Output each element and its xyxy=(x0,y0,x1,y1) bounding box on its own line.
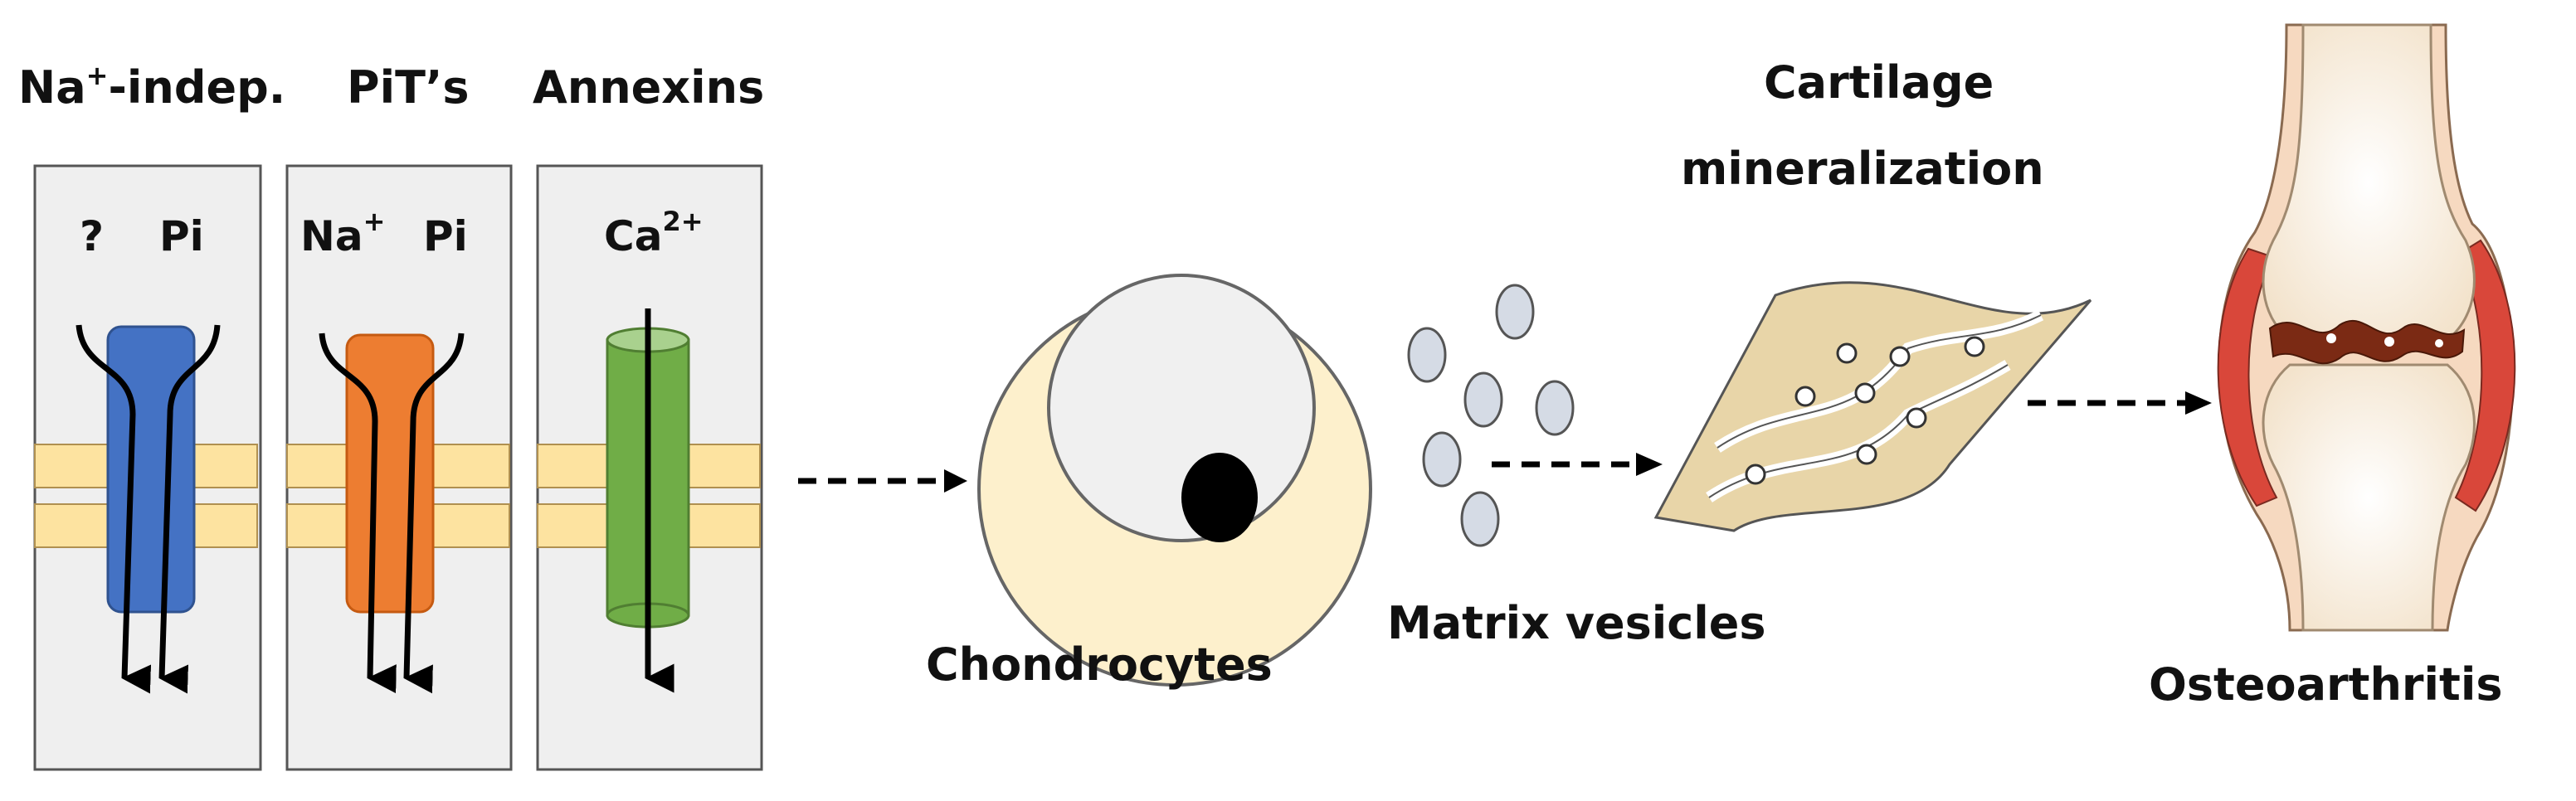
cartilage-sheet xyxy=(1653,281,2092,532)
annexins-panel: Annexins Ca2+ xyxy=(533,61,764,771)
transport-arrow-left xyxy=(319,333,397,694)
dashed-arrow-head xyxy=(944,469,967,493)
synovium-left xyxy=(2217,247,2278,507)
mineral-crystal xyxy=(1889,346,1911,367)
na-indep-ion-pi: Pi xyxy=(159,212,204,260)
osteoarthritis-label: Osteoarthritis xyxy=(2149,658,2503,711)
dashed-arrow-head xyxy=(1636,453,1663,476)
mineral-crystal xyxy=(1964,336,1985,357)
dashed-arrow-head xyxy=(2185,391,2212,415)
matrix-vesicle xyxy=(1407,327,1447,383)
transport-arrow-right xyxy=(158,324,221,694)
matrix-vesicle xyxy=(1535,380,1575,436)
chondrocytes-label: Chondrocytes xyxy=(926,638,1273,691)
annexins-title: Annexins xyxy=(533,61,764,114)
chondrocyte-inner xyxy=(1047,274,1316,542)
mineral-crystal xyxy=(1794,386,1816,407)
pits-ion-pi: Pi xyxy=(423,212,468,260)
pits-title: PiT’s xyxy=(347,61,470,114)
blue-transporter xyxy=(106,325,196,614)
annexins-ion-ca: Ca2+ xyxy=(604,206,704,260)
mineral-crystal xyxy=(1854,382,1876,404)
synovium-right xyxy=(2454,239,2516,512)
mineral-crystal xyxy=(1906,407,1927,429)
pits-ion-na: Na+ xyxy=(300,206,385,260)
transport-arrow-left xyxy=(75,324,152,694)
mineral-crystal xyxy=(1856,444,1877,465)
matrix-vesicle xyxy=(1460,491,1500,547)
cartilage-label-line2: mineralization xyxy=(1681,143,2044,195)
matrix-vesicles-group xyxy=(1407,284,1575,547)
na-independent-panel: Na+-indep. ? Pi xyxy=(18,60,285,771)
matrix-vesicle xyxy=(1422,431,1462,488)
na-indep-title: Na+-indep. xyxy=(18,60,285,114)
bone-fragment xyxy=(2435,339,2443,347)
transport-arrow-right xyxy=(403,333,465,694)
matrix-vesicle xyxy=(1463,371,1503,428)
chondrocyte-nucleus xyxy=(1181,453,1258,542)
mineral-crystal xyxy=(1745,464,1766,485)
lower-bone xyxy=(2262,363,2476,632)
mineral-crystal xyxy=(1836,342,1858,364)
cartilage-label-line1: Cartilage xyxy=(1764,56,1994,109)
bone-fragment xyxy=(2326,333,2336,343)
damaged-cartilage xyxy=(2268,319,2466,365)
osteoarthritis-joint: Osteoarthritis xyxy=(2149,23,2516,711)
bone-fragment xyxy=(2384,337,2394,347)
matrix-vesicles-label: Matrix vesicles xyxy=(1387,597,1766,649)
chondrocyte-cell: Chondrocytes xyxy=(926,274,1372,691)
matrix-vesicle xyxy=(1495,284,1535,340)
na-indep-ion-unknown: ? xyxy=(80,212,104,260)
orange-transporter xyxy=(345,333,435,614)
pits-panel: PiT’s Na+ Pi xyxy=(285,61,513,771)
